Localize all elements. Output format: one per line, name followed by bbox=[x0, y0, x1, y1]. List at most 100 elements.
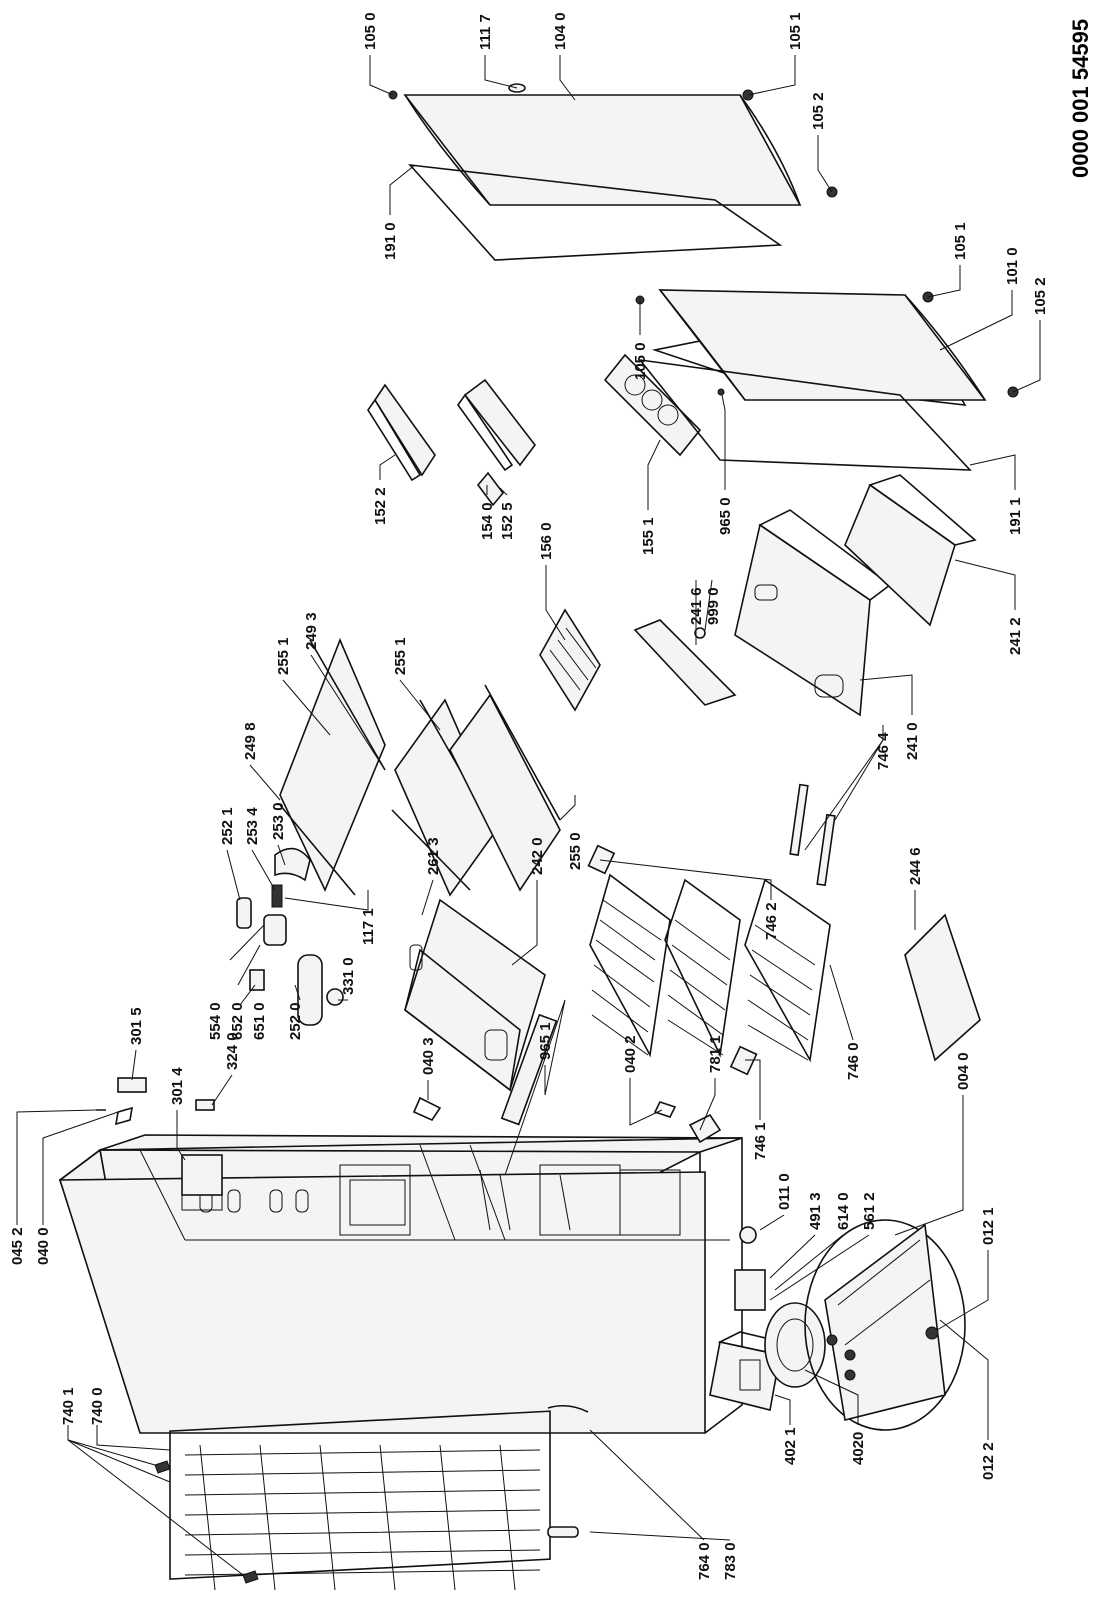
freezer-wire-rack-3 bbox=[744, 878, 831, 1063]
drawer-rail bbox=[500, 1013, 558, 1126]
label-253-4: 253 4 bbox=[244, 807, 261, 845]
glass-shelf-upper bbox=[279, 637, 386, 896]
label-301-4: 301 4 bbox=[169, 1067, 186, 1105]
leader-lines bbox=[16, 55, 1041, 1576]
label-249-3: 249 3 bbox=[303, 612, 320, 650]
label-746-2: 746 2 bbox=[763, 902, 780, 940]
label-746-1: 746 1 bbox=[752, 1122, 769, 1160]
label-011-0: 011 0 bbox=[776, 1173, 793, 1210]
cabinet-body bbox=[58, 1134, 743, 1434]
cover-plate bbox=[904, 913, 981, 1062]
label-261-3: 261 3 bbox=[425, 837, 442, 875]
label-331-0: 331 0 bbox=[340, 957, 357, 995]
freezer-wire-rack-2 bbox=[664, 878, 741, 1058]
label-402-1: 402 1 bbox=[782, 1427, 799, 1465]
label-746-4: 746 4 bbox=[875, 732, 892, 770]
label-191-0: 191 0 bbox=[382, 222, 399, 260]
label-491-3: 491 3 bbox=[807, 1192, 824, 1230]
rack-rail bbox=[789, 783, 809, 856]
freezer-flap bbox=[633, 619, 737, 706]
label-004-0: 004 0 bbox=[955, 1052, 972, 1090]
label-242-0: 242 0 bbox=[529, 837, 546, 875]
label-249-8: 249 8 bbox=[242, 722, 259, 760]
label-040-0: 040 0 bbox=[35, 1227, 52, 1265]
label-241-2: 241 2 bbox=[1007, 617, 1024, 655]
condenser-clips bbox=[154, 1460, 259, 1584]
label-324-0: 324 0 bbox=[224, 1032, 241, 1070]
label-152-2: 152 2 bbox=[372, 487, 389, 525]
label-253-0: 253 0 bbox=[270, 802, 287, 840]
rack-end-cap bbox=[587, 844, 616, 875]
label-155-1: 155 1 bbox=[640, 517, 657, 555]
label-746-0: 746 0 bbox=[845, 1042, 862, 1080]
label-012-2: 012 2 bbox=[980, 1442, 997, 1480]
crisper-drawer bbox=[404, 898, 546, 1092]
label-191-1: 191 1 bbox=[1007, 497, 1024, 535]
label-255-0: 255 0 bbox=[567, 832, 584, 870]
label-040-2: 040 2 bbox=[622, 1035, 639, 1073]
label-154-0: 154 0 bbox=[479, 502, 496, 540]
lamp-cover bbox=[274, 847, 311, 882]
label-244-6: 244 6 bbox=[907, 847, 924, 885]
screw bbox=[694, 627, 706, 639]
label-105-2-upper: 105 2 bbox=[810, 92, 827, 130]
label-255-1-lower: 255 1 bbox=[392, 637, 409, 675]
freezer-door-upper bbox=[403, 94, 802, 261]
label-040-3: 040 3 bbox=[420, 1037, 437, 1075]
fridge-door-lower bbox=[638, 289, 987, 471]
label-965-1: 965 1 bbox=[537, 1022, 554, 1060]
label-152-5: 152 5 bbox=[499, 502, 516, 540]
small-screw bbox=[717, 388, 725, 396]
label-764-0: 764 0 bbox=[696, 1542, 713, 1580]
label-252-0: 252 0 bbox=[287, 1002, 304, 1040]
capillary-part bbox=[547, 1526, 579, 1538]
label-104-0: 104 0 bbox=[552, 12, 569, 50]
freezer-wire-rack-1 bbox=[589, 873, 671, 1058]
hinge-bracket bbox=[117, 1077, 147, 1093]
label-965-0: 965 0 bbox=[717, 497, 734, 535]
foot-part bbox=[739, 1226, 757, 1244]
label-156-0: 156 0 bbox=[538, 522, 555, 560]
hinge-cover bbox=[181, 1154, 223, 1196]
label-101-0: 101 0 bbox=[1004, 247, 1021, 285]
label-561-2: 561 2 bbox=[861, 1192, 878, 1230]
glass-shelf-lower bbox=[449, 684, 561, 892]
label-241-0: 241 0 bbox=[904, 722, 921, 760]
label-117-1: 117 1 bbox=[360, 908, 377, 945]
label-012-1: 012 1 bbox=[980, 1207, 997, 1245]
freezer-drawer-2 bbox=[844, 474, 977, 627]
relay-box bbox=[734, 1269, 766, 1311]
label-255-1-upper: 255 1 bbox=[275, 637, 292, 675]
door-balcony-upper bbox=[367, 383, 436, 482]
document-number: 0000 001 54595 bbox=[1068, 19, 1093, 178]
label-105-1-lower: 105 1 bbox=[952, 222, 969, 260]
condenser-coil bbox=[169, 1410, 551, 1591]
thermostat-housing bbox=[236, 897, 344, 1026]
label-783-0: 783 0 bbox=[722, 1542, 739, 1580]
label-252-1: 252 1 bbox=[219, 807, 236, 845]
top-hinge-parts bbox=[96, 1106, 133, 1126]
rack-rail-2 bbox=[816, 813, 836, 887]
lamp-spring bbox=[271, 884, 283, 908]
label-554-0: 554 0 bbox=[207, 1002, 224, 1040]
label-241-6: 241 6 bbox=[688, 587, 705, 625]
label-105-0-lower: 105 0 bbox=[632, 342, 649, 380]
part-labels: 045 2 040 0 740 1 740 0 764 0 783 0 402 … bbox=[9, 12, 1093, 1580]
label-652-0: 652 0 bbox=[229, 1002, 246, 1040]
door-inner-liner bbox=[603, 353, 702, 457]
egg-holder bbox=[476, 471, 505, 507]
support-bracket-2 bbox=[653, 1101, 677, 1118]
door-balcony-lower bbox=[457, 378, 537, 472]
label-105-0-upper: 105 0 bbox=[362, 12, 379, 50]
label-999-0: 999 0 bbox=[705, 587, 722, 625]
small-bracket bbox=[195, 1099, 215, 1111]
label-740-1: 740 1 bbox=[60, 1387, 77, 1425]
label-105-2-lower: 105 2 bbox=[1032, 277, 1049, 315]
label-105-1-upper: 105 1 bbox=[787, 12, 804, 50]
label-301-5: 301 5 bbox=[128, 1007, 145, 1045]
label-740-0: 740 0 bbox=[89, 1387, 106, 1425]
base-plate-assembly bbox=[804, 1219, 966, 1431]
label-651-0: 651 0 bbox=[251, 1002, 268, 1040]
clip-part bbox=[688, 1113, 722, 1144]
